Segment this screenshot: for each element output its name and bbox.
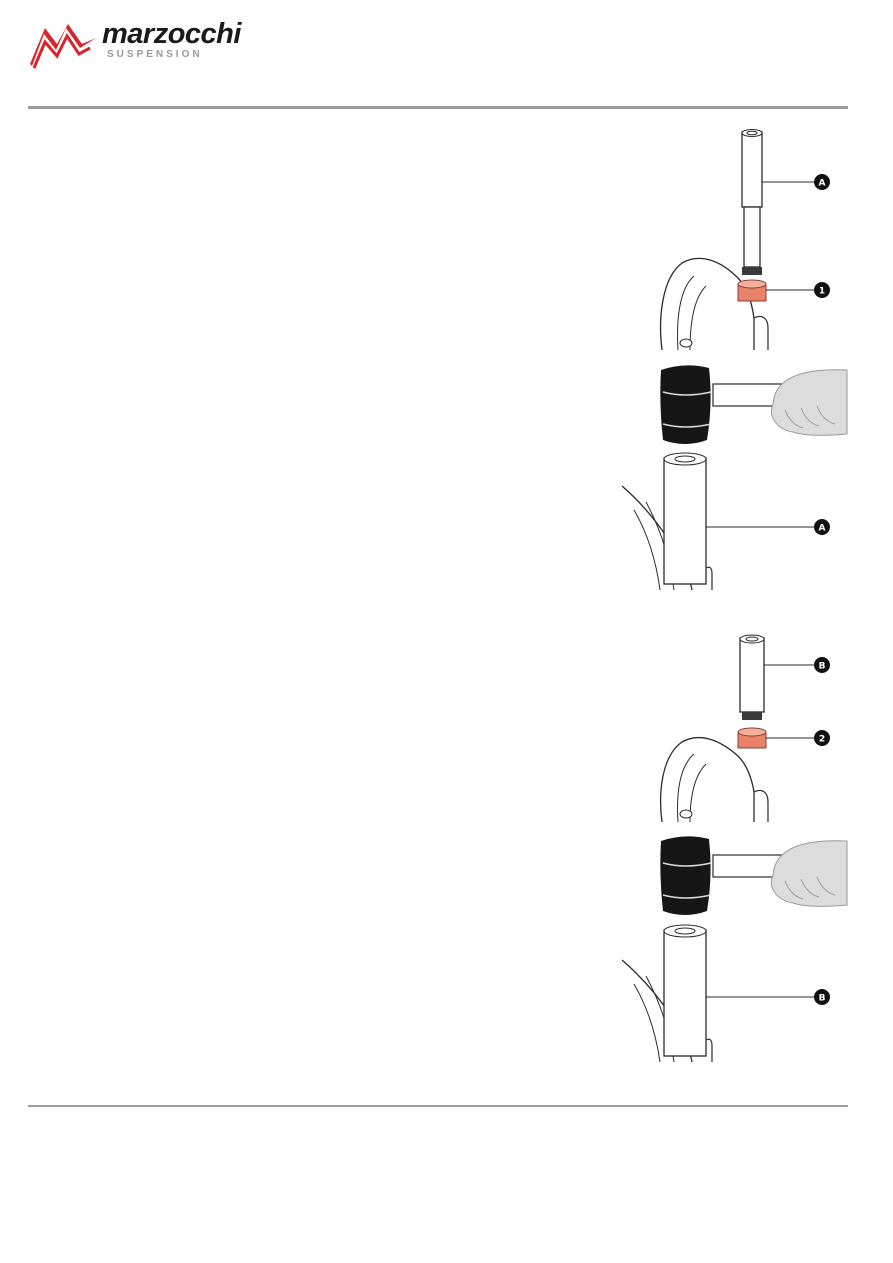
tool-seated-icon: B bbox=[621, 924, 830, 1063]
callout-label: 2 bbox=[819, 735, 825, 745]
callout-label: 1 bbox=[819, 287, 825, 297]
figure-tool-b-with-bushing-2: B 2 bbox=[650, 632, 840, 823]
bushing-install-tool-icon: B 2 bbox=[659, 634, 830, 823]
brand-logo: marzocchi SUSPENSION bbox=[30, 18, 241, 70]
callout-label: A bbox=[819, 524, 826, 534]
callout-label: A bbox=[819, 179, 826, 189]
figure-tool-a-with-bushing-1: A 1 bbox=[650, 128, 840, 351]
bushing-install-tool-icon: A 1 bbox=[659, 129, 830, 351]
brand-subtitle: SUSPENSION bbox=[107, 49, 203, 60]
figure-mallet-strike-2 bbox=[655, 833, 850, 918]
figure-tool-b-seated: B bbox=[620, 920, 840, 1063]
marzocchi-logo-mark-icon bbox=[30, 24, 96, 69]
mallet-icon bbox=[660, 365, 848, 444]
figure-tool-a-seated: A bbox=[620, 450, 840, 591]
callout-label: B bbox=[819, 662, 826, 672]
footer-divider bbox=[28, 1105, 848, 1107]
tool-seated-icon: A bbox=[621, 452, 830, 591]
figure-mallet-strike-1 bbox=[655, 362, 850, 447]
mallet-icon bbox=[660, 836, 848, 915]
brand-name: marzocchi bbox=[102, 18, 241, 50]
header-divider bbox=[28, 106, 848, 109]
callout-label: B bbox=[819, 994, 826, 1004]
